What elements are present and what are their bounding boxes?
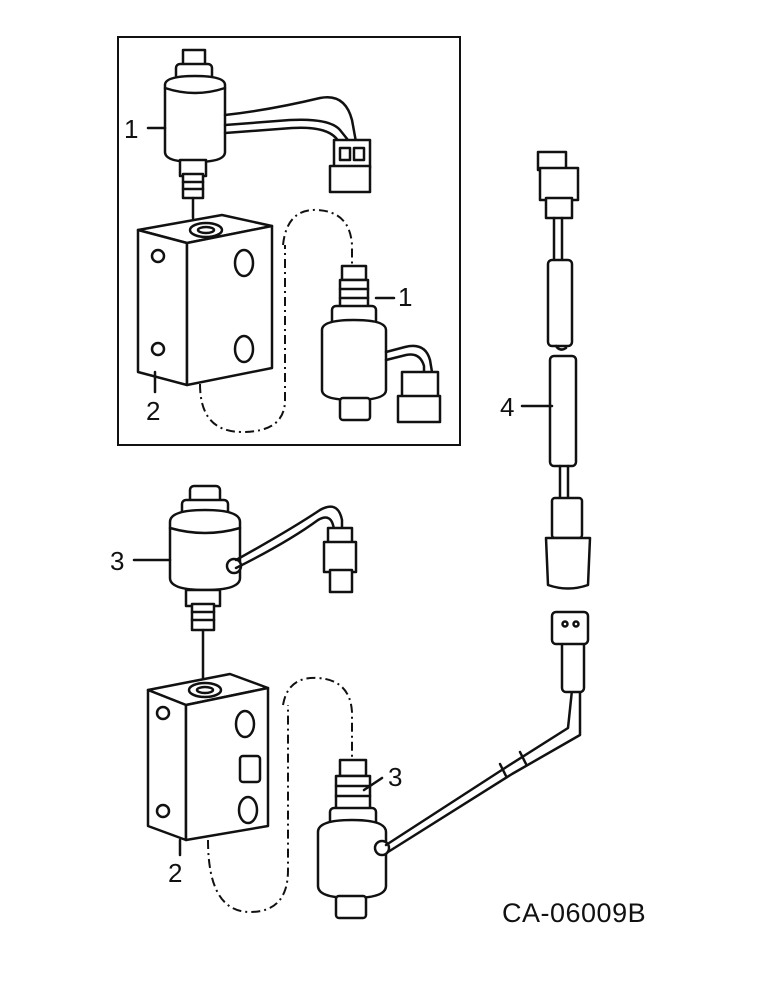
cable-to-harness [384,610,590,854]
valve-block-2-lower [146,672,270,842]
solenoid-valve-3-upper [168,484,358,632]
callout-4: 4 [500,392,514,422]
leader-line [199,245,286,434]
callout-2-upper: 2 [146,396,160,426]
leader-line [282,208,353,268]
drawing-code: CA-06009B [502,898,646,928]
inset-frame [117,36,461,446]
callout-1-lower: 1 [398,282,412,312]
callout-3-upper: 3 [110,546,124,576]
wiring-harness-4 [536,150,592,590]
leader-line [362,776,384,792]
callout-1-upper: 1 [124,114,138,144]
solenoid-valve-1-upper [163,48,372,200]
callout-2-lower: 2 [168,858,182,888]
valve-block-2-upper [136,213,274,387]
solenoid-valve-3-lower [316,758,391,920]
callout-3-lower: 3 [388,762,402,792]
leader-line [282,676,353,760]
leader-line [207,705,289,914]
solenoid-valve-1-lower [320,264,442,424]
